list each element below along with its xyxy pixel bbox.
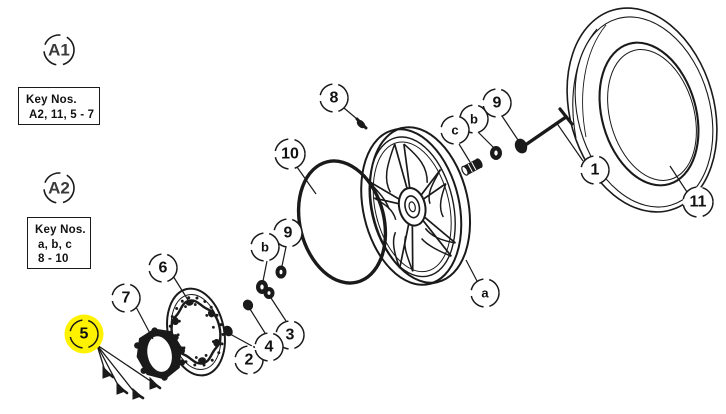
callout-ring — [482, 88, 512, 118]
callout-9-washer[interactable]: 9 — [482, 88, 512, 118]
callout-ring — [254, 332, 284, 362]
callout-label: 2 — [245, 352, 254, 369]
callout-label: 9 — [284, 225, 293, 242]
callout-11-tire[interactable]: 11 — [682, 186, 714, 218]
callout-8-valve-stem[interactable]: 8 — [319, 83, 349, 113]
callout-ring — [682, 186, 714, 218]
part-valve-stem — [355, 117, 368, 130]
callout-ring — [274, 138, 306, 170]
callout-label: 8 — [330, 90, 339, 107]
callout-label: b — [261, 240, 269, 255]
assembly-label: A2 — [48, 179, 70, 198]
part-wheel-rim — [360, 126, 472, 286]
callout-label: c — [451, 123, 458, 138]
callout-ring — [69, 319, 99, 349]
callout-c-bearing[interactable]: c — [440, 115, 470, 145]
key-nos-box-a1: Key Nos. A2, 11, 5 - 7 — [18, 87, 100, 125]
callout-label: b — [470, 112, 478, 127]
callout-ring — [440, 115, 470, 145]
part-fasteners — [223, 138, 528, 337]
callout-label: 1 — [591, 162, 600, 179]
callout-ring — [273, 218, 303, 248]
callout-7-hub-flange[interactable]: 7 — [111, 283, 141, 313]
callout-label: 3 — [286, 327, 295, 344]
key-nos-line: Key Nos. — [35, 224, 86, 236]
callout-ring — [470, 278, 500, 308]
part-brake-disc — [166, 287, 226, 377]
callout-4-bolt[interactable]: 4 — [254, 332, 284, 362]
callout-label: 7 — [122, 290, 131, 307]
key-nos-line: Key Nos. — [26, 94, 77, 106]
key-nos-line: A2, 11, 5 - 7 — [29, 108, 95, 121]
assembly-ring — [43, 34, 75, 66]
part-bolt-set — [96, 344, 162, 400]
callout-6-brake-disc[interactable]: 6 — [148, 253, 178, 283]
callout-ring — [250, 232, 280, 262]
callout-label: 11 — [690, 194, 707, 211]
callout-b-spacer[interactable]: b — [250, 232, 280, 262]
part-o-ring — [296, 159, 388, 285]
assembly-circle-a1[interactable]: A1 — [43, 34, 75, 66]
callout-ring — [319, 83, 349, 113]
callout-label: 10 — [281, 146, 299, 163]
callout-ring — [111, 283, 141, 313]
callout-9-washer[interactable]: 9 — [273, 218, 303, 248]
callout-3-nut[interactable]: 3 — [275, 320, 305, 350]
callout-ring — [275, 320, 305, 350]
part-hub-flange — [134, 327, 186, 381]
callout-label: a — [481, 286, 489, 301]
callout-ring — [148, 253, 178, 283]
callout-ring — [580, 155, 610, 185]
callout-label: 5 — [80, 326, 89, 343]
callout-a-wheel-rim[interactable]: a — [470, 278, 500, 308]
callout-5-bolt-set[interactable]: 5 — [64, 314, 104, 354]
assembly-circle-a2[interactable]: A2 — [43, 172, 75, 204]
callout-label: 4 — [265, 339, 274, 356]
callout-10-o-ring[interactable]: 10 — [274, 138, 306, 170]
callout-label: 6 — [159, 260, 168, 277]
key-nos-box-a2: Key Nos. a, b, c 8 - 10 — [27, 217, 91, 269]
assembly-ring — [43, 172, 75, 204]
key-nos-line: 8 - 10 — [38, 253, 69, 265]
assembly-label: A1 — [48, 41, 70, 60]
key-nos-line: a, b, c — [38, 238, 72, 251]
part-tire — [566, 7, 718, 213]
callout-1-axle-shaft[interactable]: 1 — [580, 155, 610, 185]
leader-lines — [135, 107, 688, 347]
callout-label: 9 — [493, 95, 502, 112]
